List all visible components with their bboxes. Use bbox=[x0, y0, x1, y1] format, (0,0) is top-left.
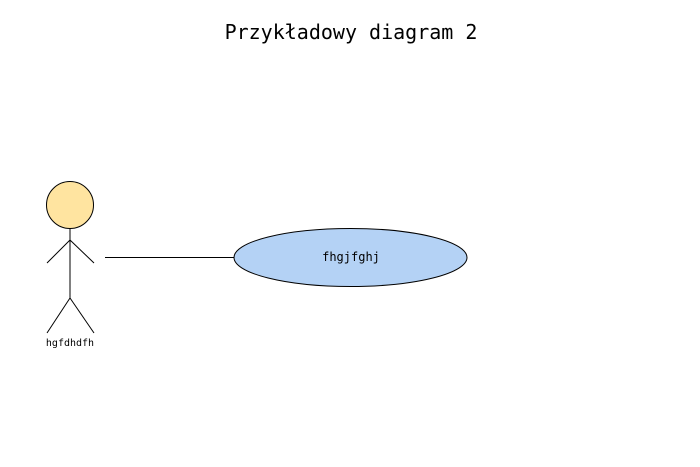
use-case[interactable]: fhgjfghj bbox=[233, 228, 468, 287]
use-case-ellipse bbox=[233, 228, 468, 287]
actor-label: hgfdhdfh bbox=[46, 338, 94, 349]
actor-head bbox=[46, 181, 94, 229]
use-case-label: fhgjfghj bbox=[322, 250, 380, 264]
actor-left-arm bbox=[46, 239, 71, 264]
actor[interactable]: hgfdhdfh bbox=[46, 181, 95, 350]
diagram-title: Przykładowy diagram 2 bbox=[225, 20, 478, 44]
actor-left-leg bbox=[46, 297, 71, 334]
actor-right-leg bbox=[69, 297, 95, 334]
actor-right-arm bbox=[69, 239, 95, 264]
